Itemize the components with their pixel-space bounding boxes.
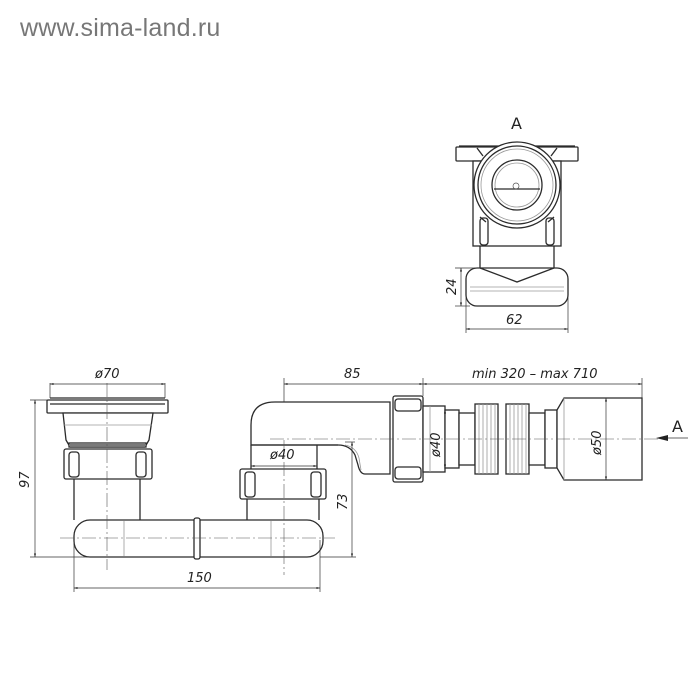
dim-drain-diameter: ø70 [94,367,120,382]
view-a-label: A [511,114,522,133]
dim-overall-length: 150 [187,571,212,586]
dim-hose-length: min 320 – max 710 [472,367,598,382]
main-view: ø70 97 150 85 min 320 – max 710 ø40 73 ø [18,367,688,592]
section-arrow-icon [656,435,668,441]
dim-height-24: 24 [445,278,460,295]
dim-width-62: 62 [506,313,523,328]
watermark-text: www.sima-land.ru [20,14,221,42]
dim-riser-height: 73 [336,493,351,510]
dim-riser-diameter: ø40 [269,448,295,463]
section-marker-a: A [672,417,683,436]
dim-overall-height: 97 [18,471,33,488]
dim-hose-end-diameter: ø50 [590,431,605,457]
view-a: A 24 62 [445,114,579,333]
dim-nut-diameter: ø40 [429,433,444,459]
dim-outlet-offset: 85 [344,367,361,382]
